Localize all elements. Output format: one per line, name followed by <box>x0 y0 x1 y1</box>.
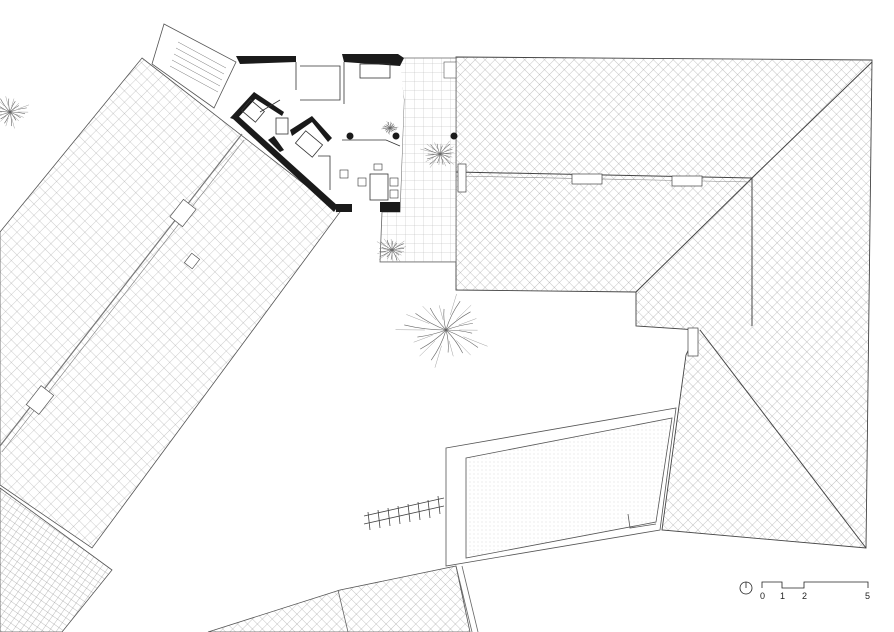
tree-icon <box>395 293 488 368</box>
tree-icon <box>381 121 399 135</box>
scale-tick-1: 1 <box>780 591 785 601</box>
right-roof-building <box>455 56 873 549</box>
north-arrow-icon <box>739 581 753 595</box>
tree-icon <box>0 96 30 129</box>
tree-icon <box>376 238 406 262</box>
terrace-paving <box>379 57 457 263</box>
trees <box>0 96 488 368</box>
bottom-strip-roof <box>207 565 479 632</box>
tree-icon <box>420 140 454 168</box>
bottom-left-roof <box>0 487 113 632</box>
house-floor-plan <box>151 23 458 212</box>
pergola-fence <box>363 495 445 531</box>
scale-tick-2: 2 <box>802 591 807 601</box>
scale-bar: 0 1 2 5 <box>760 581 870 601</box>
scale-tick-0: 0 <box>760 591 765 601</box>
left-roof-building <box>0 57 341 549</box>
pool-area <box>445 407 677 567</box>
scale-tick-5: 5 <box>865 591 870 601</box>
